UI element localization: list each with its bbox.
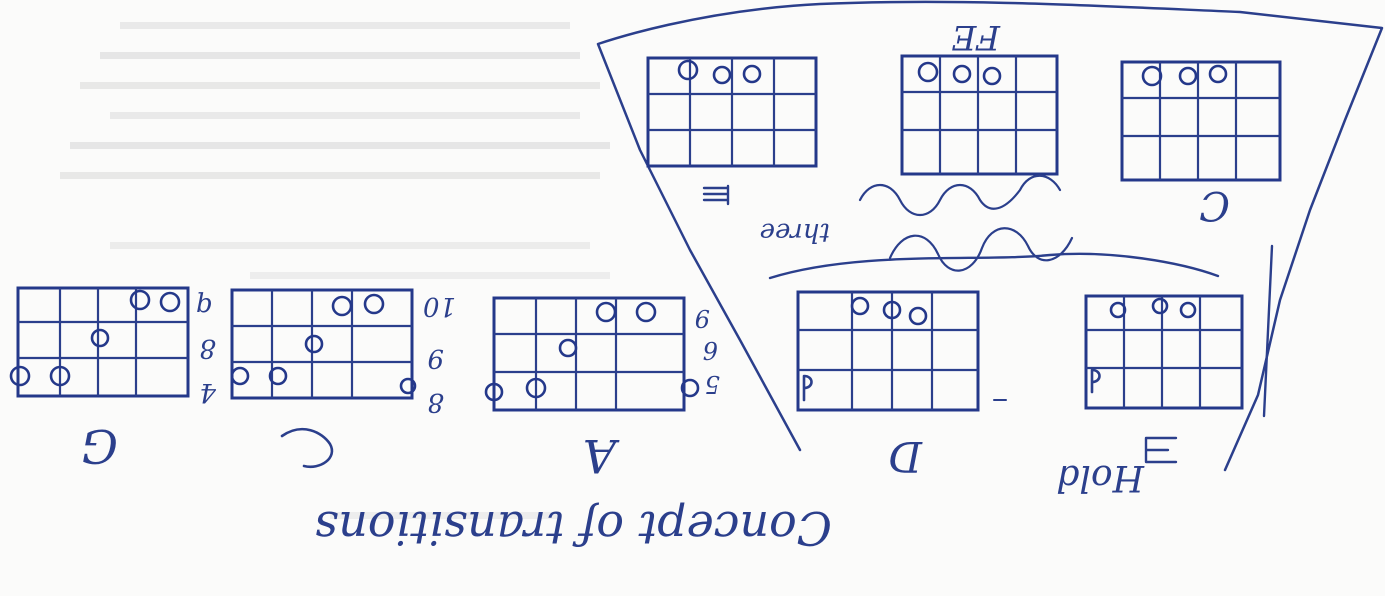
chord-glyph-c-underline [280, 427, 334, 469]
hold-label: Hold [1056, 457, 1145, 498]
caption: Concept of transitions [315, 501, 832, 555]
fret-c-1: 10 [423, 291, 456, 321]
chord-diagram-d: D [796, 290, 1007, 481]
chord-diagram-top-e [646, 56, 818, 206]
chord-diagram-top-c: C [1120, 60, 1282, 228]
enclosing-trapezoid [596, 0, 1384, 472]
fret-g-3: 4 [199, 377, 217, 407]
chord-diagram-a: 9 6 5 A [484, 296, 720, 483]
chord-diagram-g: b 8 4 G [9, 286, 217, 473]
middle-notes: three more notes [760, 174, 1220, 280]
chord-tag-top-f: FE [951, 17, 1001, 57]
chord-name-top-c: C [1199, 182, 1230, 228]
fret-g-2: 8 [199, 333, 216, 363]
chord-name-d: D [888, 432, 923, 481]
fret-g-1: b [196, 289, 213, 319]
fret-a-2: 6 [703, 336, 718, 364]
chord-diagram-c: 10 9 8 C [230, 288, 456, 469]
fret-c-2: 9 [427, 343, 444, 373]
chord-name-a: A [583, 429, 620, 483]
chord-name-g: G [81, 419, 118, 473]
fret-c-3: 8 [427, 387, 444, 417]
middle-word-three: three [760, 217, 830, 247]
fret-a-3: 5 [705, 370, 720, 398]
chord-diagram-e: E [1084, 244, 1274, 464]
chord-diagram-top-f: FE [900, 17, 1059, 176]
fret-a-1: 9 [695, 304, 710, 332]
bleed-through-text [60, 22, 610, 519]
